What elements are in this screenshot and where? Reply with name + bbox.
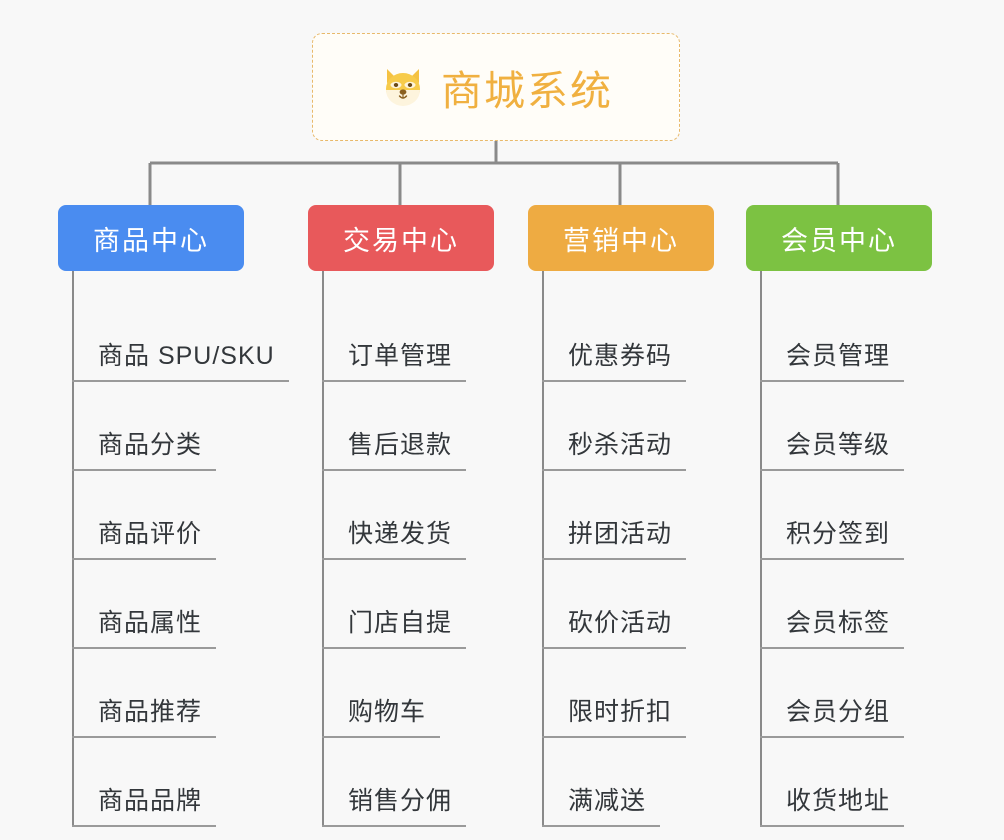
leaf-item[interactable]: 售后退款 <box>308 382 494 471</box>
leaf-label: 会员分组 <box>786 698 891 726</box>
leaf-list-1: 商品 SPU/SKU 商品分类 商品评价 商品属性 商品推荐 商品品牌 <box>58 271 289 827</box>
leaf-item[interactable]: 商品评价 <box>58 471 244 560</box>
leaf-item[interactable]: 限时折扣 <box>528 649 714 738</box>
category-column-1: 商品中心 商品 SPU/SKU 商品分类 商品评价 商品属性 商品推荐 商品品牌 <box>58 205 289 827</box>
leaf-item[interactable]: 会员标签 <box>746 560 932 649</box>
leaf-label: 商品分类 <box>98 431 203 459</box>
category-label: 会员中心 <box>781 225 897 256</box>
category-column-3: 营销中心 优惠券码 秒杀活动 拼团活动 砍价活动 限时折扣 满减送 <box>528 205 714 827</box>
leaf-spine <box>542 271 544 827</box>
leaf-label: 满减送 <box>568 787 647 815</box>
category-header-1[interactable]: 商品中心 <box>58 205 244 271</box>
leaf-label: 优惠券码 <box>568 342 673 370</box>
leaf-item[interactable]: 优惠券码 <box>528 293 714 382</box>
leaf-label: 会员等级 <box>786 431 891 459</box>
leaf-item[interactable]: 收货地址 <box>746 738 932 827</box>
leaf-item[interactable]: 拼团活动 <box>528 471 714 560</box>
leaf-list-3: 优惠券码 秒杀活动 拼团活动 砍价活动 限时折扣 满减送 <box>528 271 714 827</box>
leaf-label: 订单管理 <box>348 342 453 370</box>
leaf-label: 售后退款 <box>348 431 453 459</box>
leaf-label: 商品品牌 <box>98 787 203 815</box>
leaf-item[interactable]: 砍价活动 <box>528 560 714 649</box>
category-header-4[interactable]: 会员中心 <box>746 205 932 271</box>
leaf-item[interactable]: 商品品牌 <box>58 738 244 827</box>
leaf-label: 拼团活动 <box>568 520 673 548</box>
category-label: 交易中心 <box>343 225 459 256</box>
leaf-label: 快递发货 <box>348 520 453 548</box>
category-column-4: 会员中心 会员管理 会员等级 积分签到 会员标签 会员分组 收货地址 <box>746 205 932 827</box>
leaf-label: 销售分佣 <box>348 787 453 815</box>
leaf-item[interactable]: 秒杀活动 <box>528 382 714 471</box>
dog-face-icon <box>379 63 427 111</box>
leaf-item[interactable]: 商品分类 <box>58 382 244 471</box>
leaf-spine <box>322 271 324 827</box>
leaf-label: 秒杀活动 <box>568 431 673 459</box>
category-label: 商品中心 <box>93 225 209 256</box>
leaf-item[interactable]: 满减送 <box>528 738 714 827</box>
leaf-item[interactable]: 订单管理 <box>308 293 494 382</box>
leaf-item[interactable]: 会员等级 <box>746 382 932 471</box>
category-column-2: 交易中心 订单管理 售后退款 快递发货 门店自提 购物车 销售分佣 <box>308 205 494 827</box>
leaf-label: 限时折扣 <box>568 698 673 726</box>
leaf-item[interactable]: 商品 SPU/SKU <box>58 293 289 382</box>
leaf-item[interactable]: 购物车 <box>308 649 494 738</box>
leaf-spine <box>72 271 74 827</box>
leaf-label: 会员标签 <box>786 609 891 637</box>
leaf-label: 会员管理 <box>786 342 891 370</box>
root-title: 商城系统 <box>441 68 613 114</box>
leaf-label: 砍价活动 <box>568 609 673 637</box>
root-node[interactable]: 商城系统 <box>312 33 680 141</box>
leaf-item[interactable]: 销售分佣 <box>308 738 494 827</box>
leaf-label: 商品 SPU/SKU <box>98 342 275 370</box>
leaf-list-4: 会员管理 会员等级 积分签到 会员标签 会员分组 收货地址 <box>746 271 932 827</box>
leaf-label: 购物车 <box>348 698 427 726</box>
leaf-item[interactable]: 积分签到 <box>746 471 932 560</box>
leaf-label: 门店自提 <box>348 609 453 637</box>
leaf-label: 商品属性 <box>98 609 203 637</box>
leaf-label: 商品推荐 <box>98 698 203 726</box>
leaf-spine <box>760 271 762 827</box>
leaf-label: 收货地址 <box>786 787 891 815</box>
category-header-2[interactable]: 交易中心 <box>308 205 494 271</box>
leaf-label: 商品评价 <box>98 520 203 548</box>
leaf-item[interactable]: 会员管理 <box>746 293 932 382</box>
category-label: 营销中心 <box>563 225 679 256</box>
leaf-item[interactable]: 商品推荐 <box>58 649 244 738</box>
leaf-list-2: 订单管理 售后退款 快递发货 门店自提 购物车 销售分佣 <box>308 271 494 827</box>
leaf-item[interactable]: 商品属性 <box>58 560 244 649</box>
leaf-item[interactable]: 门店自提 <box>308 560 494 649</box>
category-header-3[interactable]: 营销中心 <box>528 205 714 271</box>
leaf-item[interactable]: 快递发货 <box>308 471 494 560</box>
leaf-item[interactable]: 会员分组 <box>746 649 932 738</box>
leaf-label: 积分签到 <box>786 520 891 548</box>
